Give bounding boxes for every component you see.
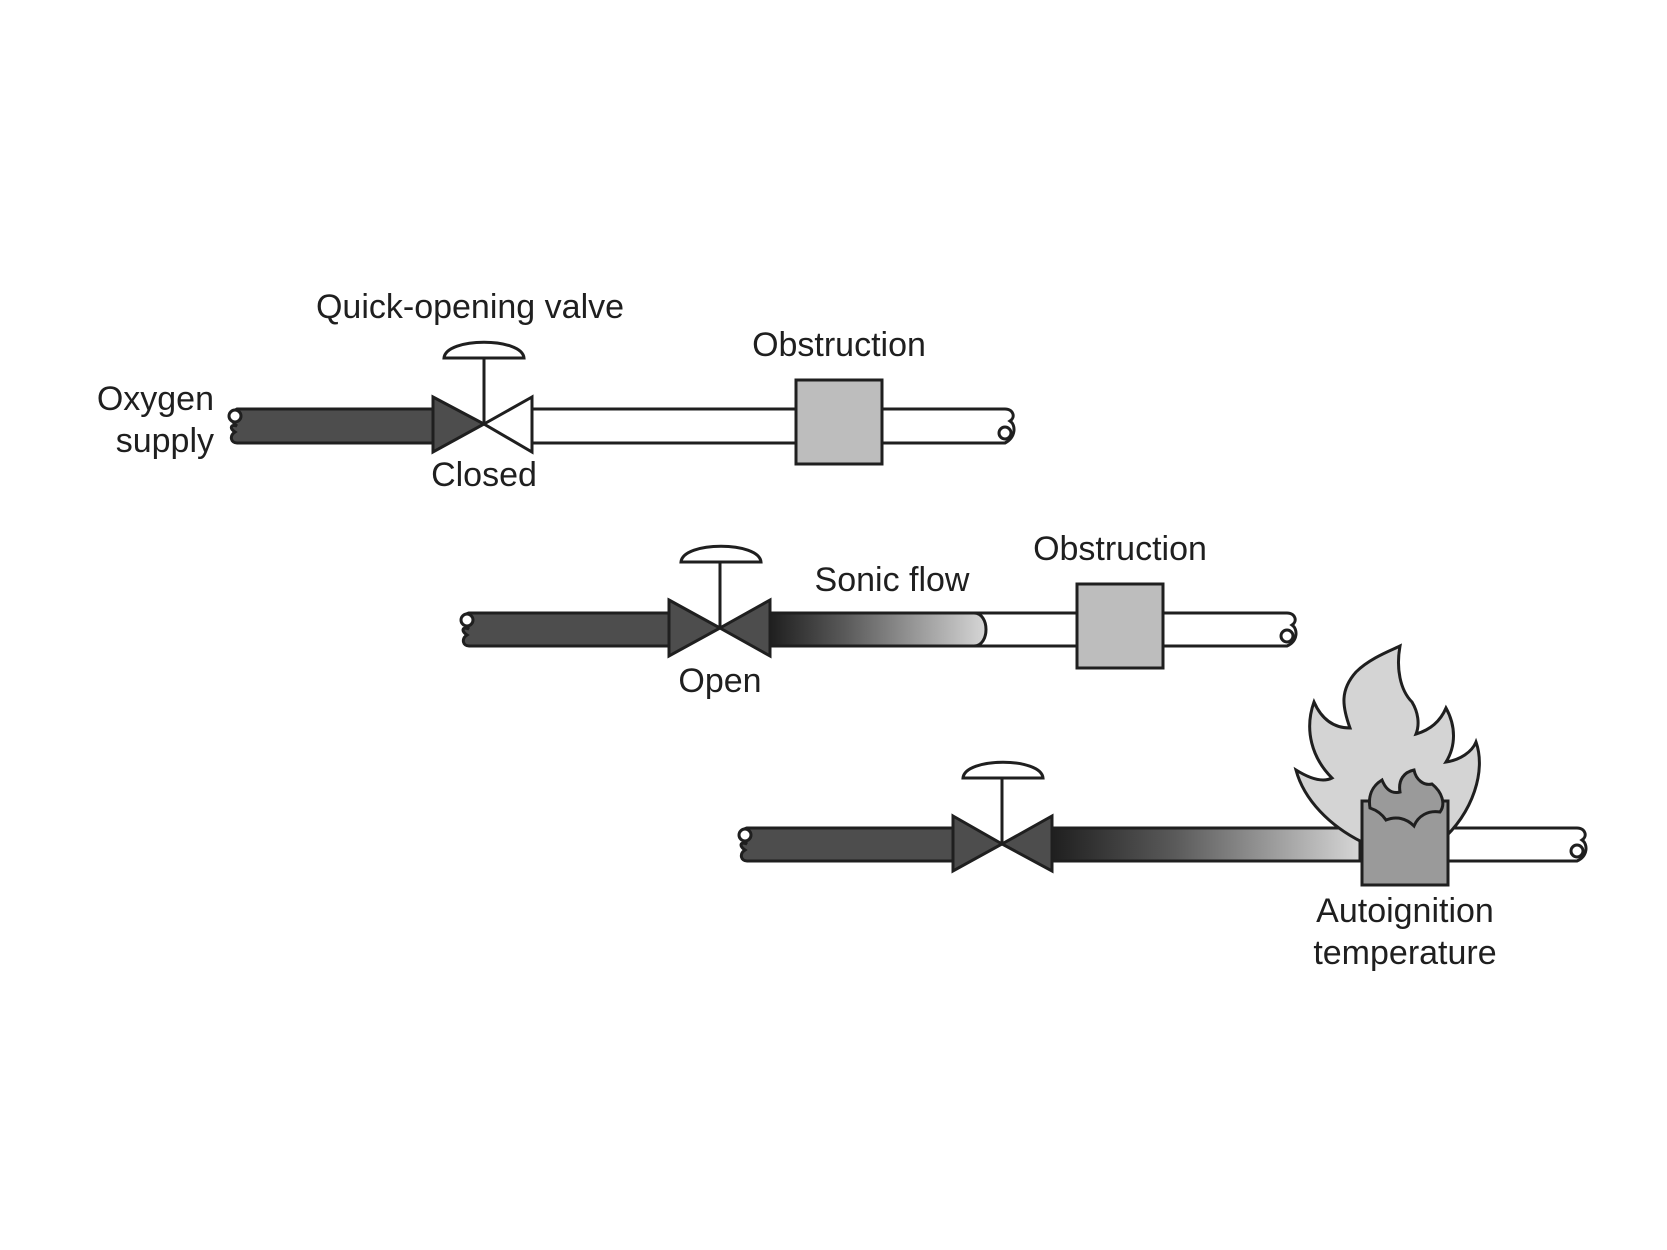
sonic-flow-label: Sonic flow [815,561,970,599]
valve-left-half-icon [431,394,488,455]
sonic-flow-front [768,611,988,648]
autoignition-label-line1: Autoignition [1316,892,1494,930]
pipe-break-mark [227,408,243,424]
stage-open: Sonic flow Obstruction Open [459,530,1298,700]
oxygen-supply-pipe [739,826,955,863]
inner-flame-icon [1368,768,1445,829]
valve-left-half-icon [667,597,724,659]
pipe-break-mark [997,425,1013,441]
oxygen-supply-pipe [461,611,671,648]
pipe-break-mark [1569,843,1585,859]
oxygen-supply-label-line2: supply [116,422,214,460]
oxygen-supply-pipe [229,407,435,445]
valve-actuator-icon [679,544,763,564]
valve-left-half-icon [951,813,1006,874]
obstruction-label-2: Obstruction [1033,530,1207,568]
downstream-empty-pipe [530,407,1016,445]
autoignition-label-line2: temperature [1313,934,1496,972]
compressed-oxygen-column [1050,826,1362,863]
obstruction-block [1075,582,1165,670]
pipe-break-mark [737,827,753,843]
valve-right-half-icon [480,394,534,455]
pipe-break-mark [459,612,475,628]
valve-title-label: Quick-opening valve [316,288,624,326]
stage-autoignition: Autoignition temperature [737,643,1588,972]
oxygen-supply-label-line1: Oxygen [97,380,214,418]
valve-actuator-icon [961,760,1045,780]
valve-right-half-icon [716,597,772,659]
obstruction-block [794,378,884,466]
open-label: Open [678,662,761,700]
obstruction-label-1: Obstruction [752,326,926,364]
obstruction-block-hot [1360,799,1450,887]
valve-actuator-icon [442,340,526,360]
closed-label: Closed [431,456,537,494]
pipe-break-mark [1279,628,1295,644]
valve-right-half-icon [998,813,1054,874]
stage-closed: Quick-opening valve Oxygen supply Closed… [97,288,1016,494]
